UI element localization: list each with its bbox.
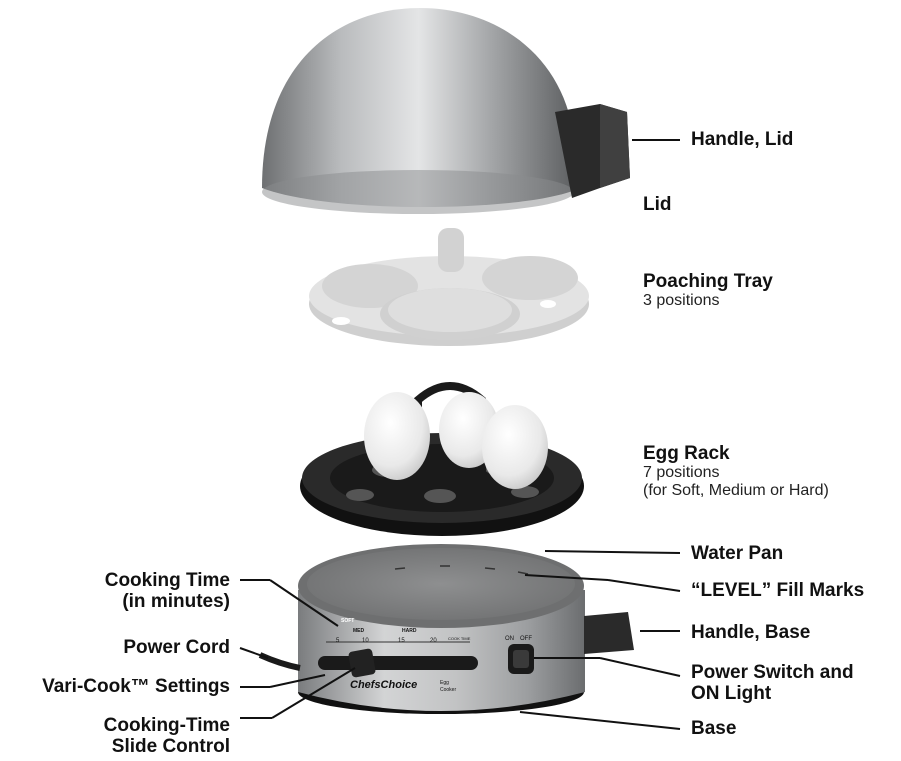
label-base: Base [691,718,737,739]
leader-level-marks-a [524,574,609,581]
label-egg-rack-sub2: (for Soft, Medium or Hard) [643,482,829,499]
brand-marking: ChefsChoice [350,679,417,691]
model-marking-1: Egg [440,680,449,686]
tick-10: 10 [362,638,369,644]
label-slide-control-2: Slide Control [111,736,230,757]
label-egg-rack-sub1: 7 positions [643,464,720,481]
leader-level-marks-b [607,579,681,592]
hard-marking: HARD [402,628,417,634]
label-egg-rack: Egg Rack [643,443,730,464]
label-handle-base: Handle, Base [691,622,811,643]
tick-15: 15 [398,638,405,644]
base-unit-illustration [258,544,634,714]
label-power-cord: Power Cord [123,637,230,658]
label-level-marks: “LEVEL” Fill Marks [691,580,865,601]
label-power-switch-2: ON Light [691,683,772,704]
poaching-tray-illustration [309,228,589,346]
tick-20: 20 [430,638,437,644]
switch-off-marking: OFF [520,636,532,642]
model-marking-2: Cooker [440,687,456,693]
label-lid: Lid [643,194,672,215]
label-power-switch-1: Power Switch and [691,662,854,683]
label-cooking-time-2: (in minutes) [122,591,230,612]
label-vari-cook: Vari-Cook™ Settings [42,676,230,697]
label-slide-control-1: Cooking-Time [103,715,230,736]
leader-vari-cook-b [269,674,326,688]
switch-on-marking: ON [505,636,514,642]
device-markings: SOFT MED HARD COOK TIME 5 10 15 20 ON OF… [336,618,532,693]
slide-knob-illustration [348,648,376,678]
cook-time-marking: COOK TIME [448,636,471,641]
slide-track-illustration [318,656,478,670]
soft-marking: SOFT [341,618,354,624]
label-handle-lid: Handle, Lid [691,129,794,150]
water-pan-illustration [307,548,575,620]
leader-water-pan [544,550,681,554]
tick-5: 5 [336,638,340,644]
label-cooking-time-1: Cooking Time [104,570,230,591]
egg-rack-illustration [300,382,584,536]
label-poaching-tray: Poaching Tray [643,271,773,292]
label-poaching-tray-sub: 3 positions [643,292,720,309]
leader-slide-control-b [271,667,356,719]
leader-power-switch-b [599,657,681,677]
leader-lines [239,139,681,730]
leader-base [519,711,681,730]
med-marking: MED [353,628,365,634]
label-water-pan: Water Pan [691,543,784,564]
leader-cooking-time-b [269,579,339,627]
lid-illustration [262,8,630,214]
base-handle-illustration [584,612,634,654]
leader-power-cord [239,647,269,659]
